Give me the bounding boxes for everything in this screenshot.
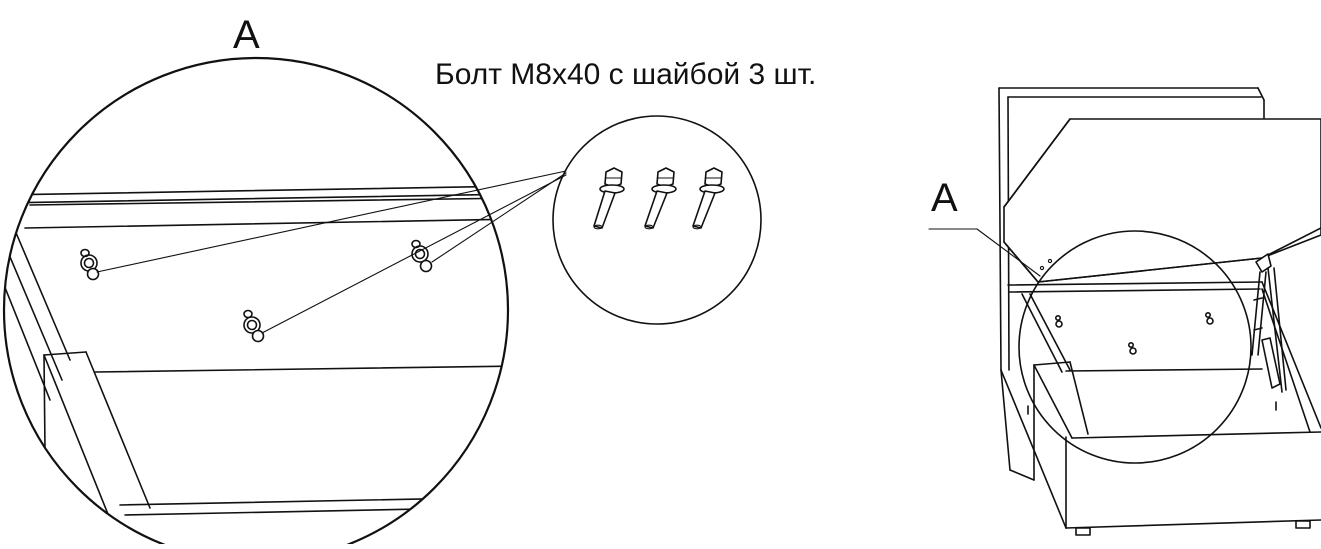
leader-line-left <box>96 170 567 273</box>
storage-box <box>1000 281 1321 536</box>
bolt-m8x40-icon <box>644 167 677 230</box>
leader-line-center <box>261 174 567 334</box>
box-bolt-right <box>1205 311 1214 325</box>
bolt-head-center <box>243 309 265 343</box>
fastener-bubble <box>552 115 762 325</box>
box-bolt-left <box>1055 314 1063 328</box>
detail-letter-zoom: A <box>233 13 260 57</box>
fastener-bubble-outline <box>552 115 762 325</box>
backrest <box>998 87 1265 371</box>
bolt-m8x40-icon <box>692 167 725 230</box>
detail-zoom-view <box>2 56 567 549</box>
detail-callout-circle <box>1018 230 1252 464</box>
detail-circle-outline <box>2 56 510 549</box>
fastener-caption: Болт М8х40 с шайбой 3 шт. <box>435 58 816 91</box>
detail-letter-overview: A <box>931 176 958 220</box>
bolt-head-left <box>80 248 100 281</box>
lifted-seat-cushion <box>1003 118 1321 283</box>
leader-line-right <box>431 172 567 263</box>
bolt-head-right <box>411 239 433 273</box>
detail-callout-leader <box>976 228 1041 277</box>
lift-mechanism <box>1251 253 1287 393</box>
overview-armchair <box>928 87 1321 536</box>
box-bolt-center <box>1128 341 1137 355</box>
bolt-m8x40-icon <box>593 167 625 230</box>
